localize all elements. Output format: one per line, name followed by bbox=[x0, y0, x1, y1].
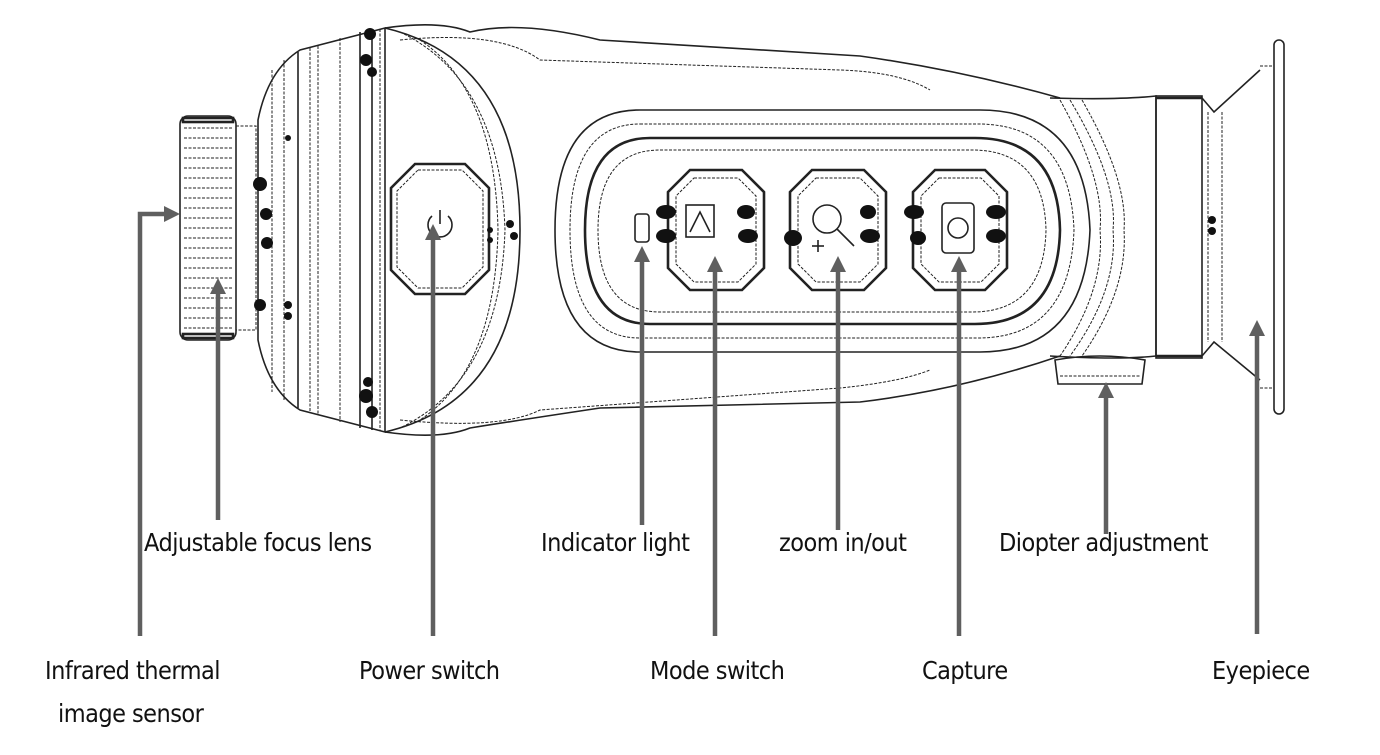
arrow-sensor bbox=[137, 206, 180, 636]
camera-button-icon bbox=[904, 168, 1009, 292]
thermal-sensor-icon bbox=[253, 26, 386, 434]
label-eyepiece: Eyepiece bbox=[1212, 656, 1310, 685]
arrow-eyepiece bbox=[1249, 320, 1265, 634]
diopter-ring-icon bbox=[1049, 95, 1157, 385]
label-adjustable-focus-lens: Adjustable focus lens bbox=[144, 528, 372, 557]
zoom-button-icon bbox=[784, 168, 888, 292]
power-button-icon bbox=[389, 162, 518, 296]
label-capture: Capture bbox=[922, 656, 1008, 685]
device-body bbox=[384, 24, 1091, 436]
arrow-zoom bbox=[830, 256, 846, 530]
label-mode-switch: Mode switch bbox=[650, 656, 785, 685]
mode-button-icon bbox=[656, 168, 766, 292]
arrow-capture bbox=[951, 256, 967, 636]
arrow-mode bbox=[707, 256, 723, 636]
arrow-focus bbox=[210, 278, 226, 520]
focus-ring-icon bbox=[179, 115, 257, 341]
label-indicator-light: Indicator light bbox=[541, 528, 690, 557]
label-power-switch: Power switch bbox=[359, 656, 500, 685]
indicator-led-icon bbox=[634, 213, 650, 243]
label-zoom-in-out: zoom in/out bbox=[779, 528, 907, 557]
label-diopter-adjustment: Diopter adjustment bbox=[999, 528, 1208, 557]
label-infrared-thermal-line2: image sensor bbox=[58, 699, 204, 728]
arrow-power bbox=[425, 224, 441, 636]
eyepiece-icon bbox=[1155, 39, 1285, 415]
callout-arrows bbox=[137, 206, 1265, 636]
label-infrared-thermal-line1: Infrared thermal bbox=[45, 656, 221, 685]
arrow-diopter bbox=[1098, 382, 1114, 534]
arrow-indicator bbox=[634, 246, 650, 525]
